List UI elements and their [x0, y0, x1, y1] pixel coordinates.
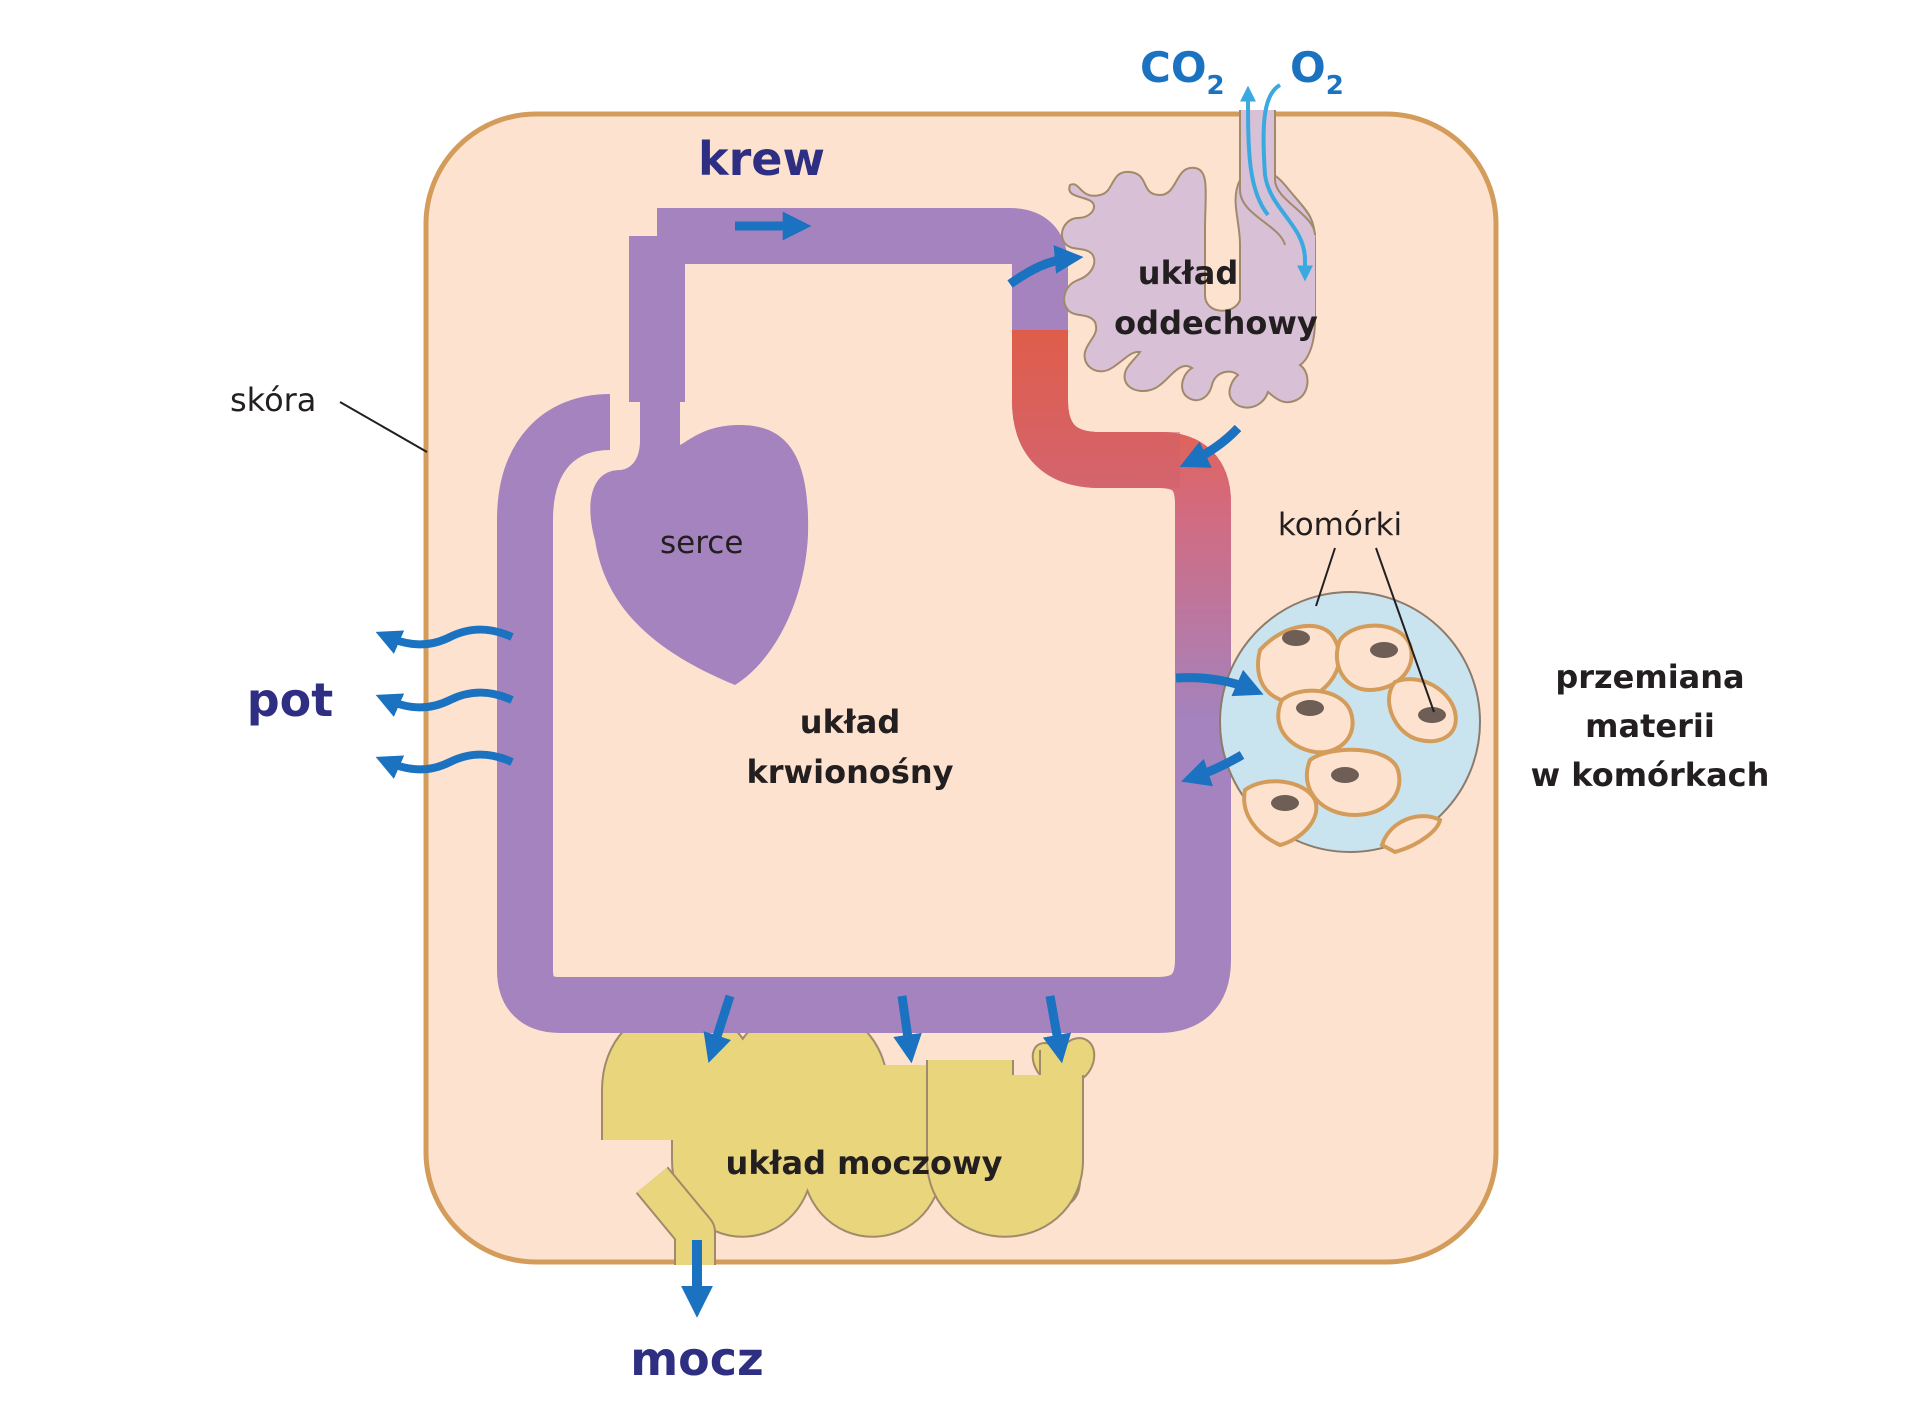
heart-shape	[590, 400, 809, 685]
lungs-shape	[1060, 110, 1316, 409]
sweat-arrow-2	[375, 688, 514, 717]
to-cells-arrow	[1175, 669, 1264, 697]
sweat-arrow-3	[375, 750, 514, 779]
urinary-label: układ moczowy	[726, 1144, 1003, 1182]
metabolism-label-line1: przemiana	[1555, 658, 1744, 696]
cells-label: komórki	[1278, 507, 1402, 543]
from-lungs-arrow	[1179, 424, 1242, 468]
circulatory-label-line1: układ	[800, 703, 900, 741]
sweat-arrow-1	[375, 625, 514, 654]
sweat-arrows	[375, 625, 514, 779]
metabolism-label-line3: w komórkach	[1531, 756, 1770, 794]
blood-vessel-loop	[497, 208, 1231, 1033]
cells-leader-1	[1315, 547, 1336, 607]
sweat-label: pot	[247, 673, 334, 727]
co2-out-arrow	[1240, 85, 1270, 217]
metabolism-label-line2: materii	[1585, 707, 1715, 745]
heart-label: serce	[660, 525, 743, 561]
cells-circle	[1219, 591, 1481, 855]
o2-in-arrow	[1261, 83, 1313, 282]
skin-label: skóra	[230, 381, 316, 419]
co2-label: CO2	[1140, 43, 1225, 101]
skin-leader-line	[339, 401, 428, 453]
to-lungs-arrow	[1007, 245, 1084, 288]
to-urinary-arrow-1	[703, 994, 735, 1063]
blood-label: krew	[698, 132, 825, 186]
o2-label: O2	[1290, 43, 1344, 101]
urine-label: mocz	[630, 1332, 764, 1386]
circulatory-label-line2: krwionośny	[746, 753, 953, 791]
from-cells-arrow	[1181, 751, 1245, 787]
cells-leader-2	[1375, 547, 1435, 713]
respiratory-label-line1: układ	[1138, 254, 1238, 292]
respiratory-label-line2: oddechowy	[1114, 304, 1318, 342]
to-urinary-arrow-2	[893, 995, 922, 1064]
to-urinary-arrow-3	[1042, 995, 1072, 1064]
